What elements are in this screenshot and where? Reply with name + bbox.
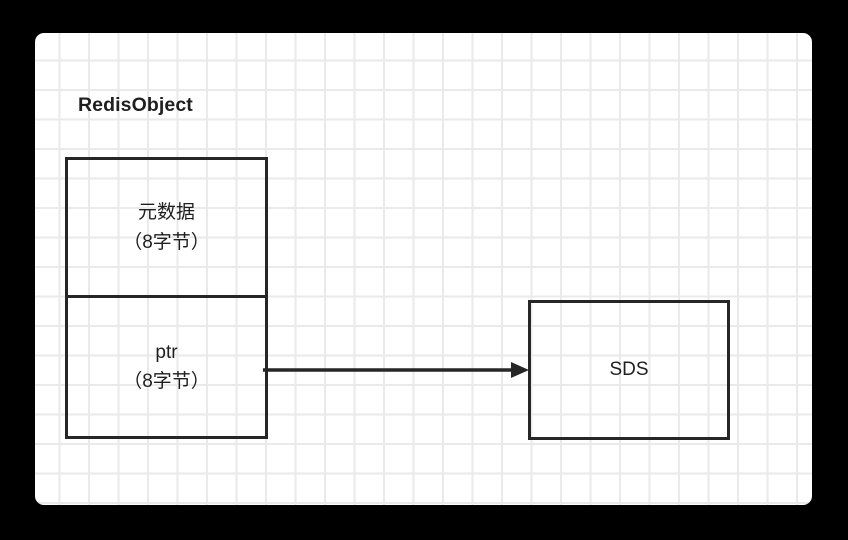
metadata-cell[interactable]: 元数据 （8字节） bbox=[68, 160, 265, 298]
redisobject-node[interactable]: 元数据 （8字节） ptr （8字节） bbox=[65, 157, 268, 439]
sds-label: SDS bbox=[609, 359, 649, 380]
metadata-label: 元数据 bbox=[137, 202, 195, 224]
ptr-cell[interactable]: ptr （8字节） bbox=[68, 298, 265, 436]
sds-node[interactable]: SDS bbox=[528, 300, 730, 440]
ptr-label: ptr bbox=[155, 341, 178, 363]
arrowhead-icon bbox=[511, 362, 529, 378]
metadata-size-label: （8字节） bbox=[123, 231, 210, 253]
ptr-to-sds-arrow bbox=[263, 362, 529, 378]
ptr-size-label: （8字节） bbox=[123, 371, 210, 392]
diagram-title: RedisObject bbox=[78, 94, 193, 116]
diagram-canvas[interactable] bbox=[35, 33, 812, 505]
